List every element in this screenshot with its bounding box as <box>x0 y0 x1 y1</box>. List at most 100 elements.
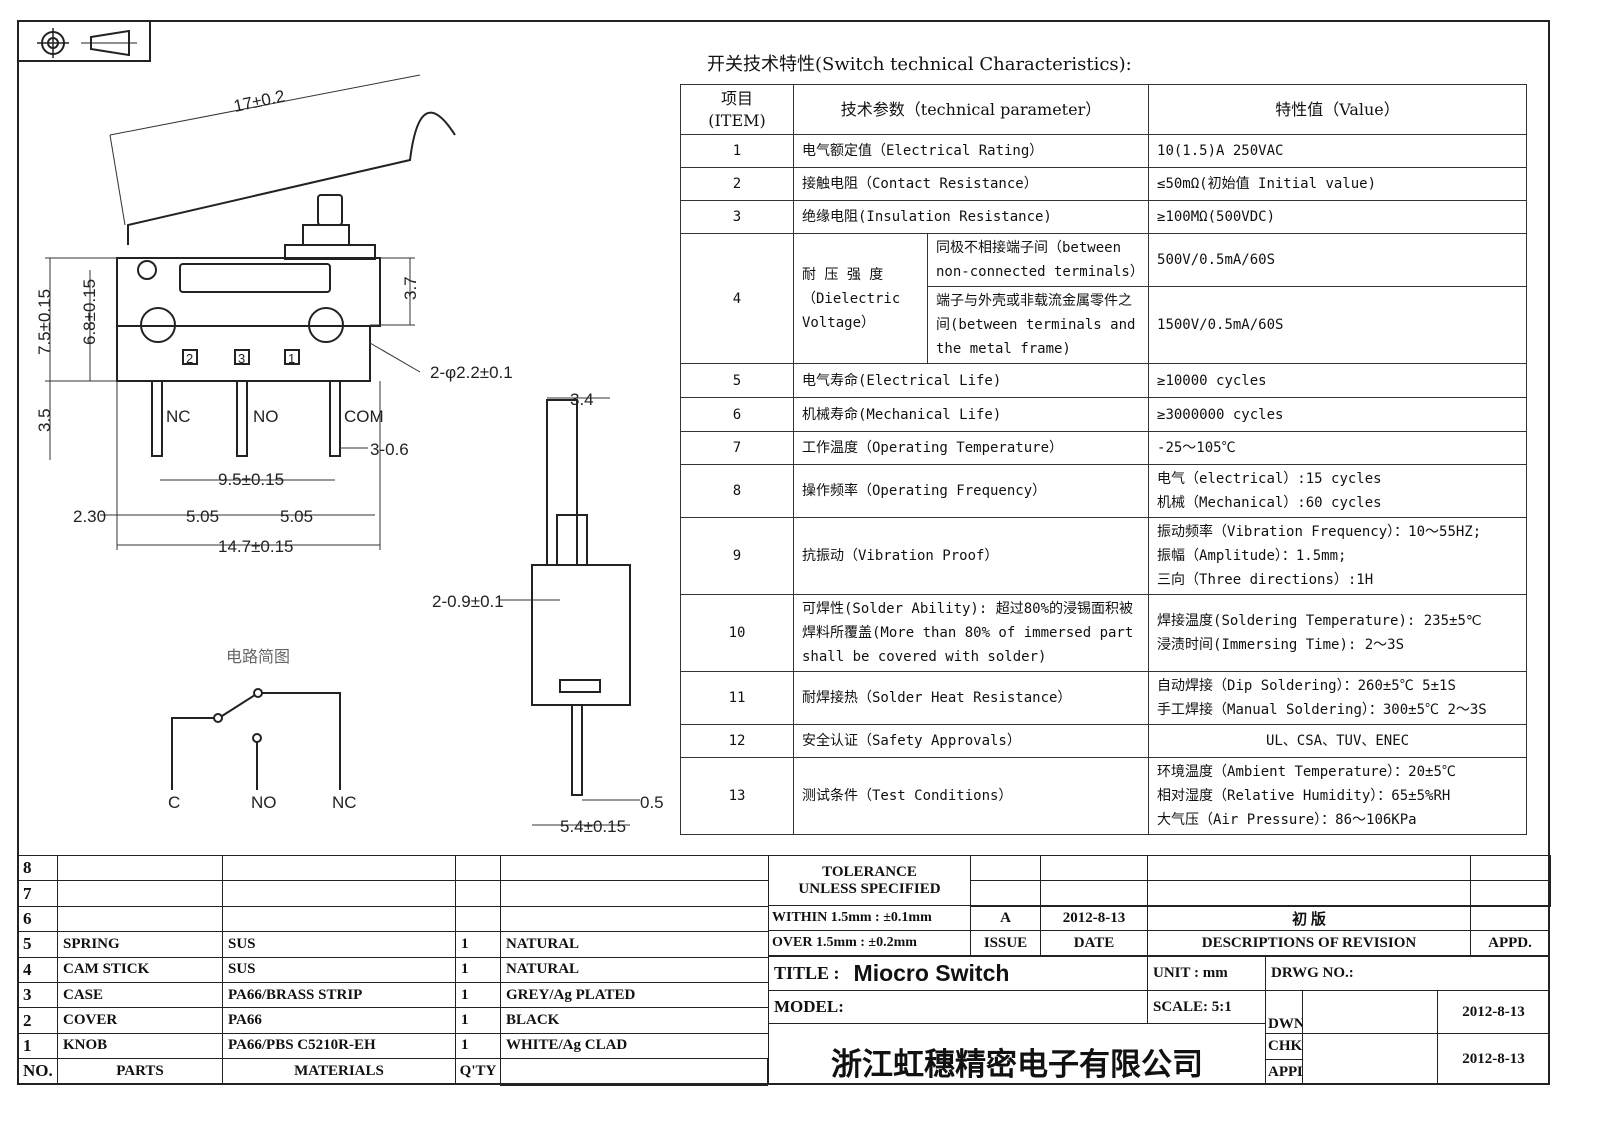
spec-item: 4 <box>680 233 794 364</box>
projection-icon <box>37 28 137 58</box>
model-cell: MODEL: <box>768 990 1148 1024</box>
spec-param: 测试条件（Test Conditions） <box>792 757 1150 835</box>
bom-cell-no: 8 <box>17 855 58 882</box>
dim-height-top: 3.7 <box>401 276 420 300</box>
bom-cell-qty <box>455 880 501 907</box>
revision-issue: A <box>970 905 1041 931</box>
bom-cell-part: CASE <box>57 982 223 1009</box>
header-param: 技术参数（technical parameter） <box>792 84 1150 135</box>
spec-table: 项目(ITEM) 技术参数（technical parameter） 特性值（V… <box>680 84 1528 835</box>
bom-cell-part <box>57 905 223 933</box>
header-value: 特性值（Value） <box>1148 84 1528 135</box>
title-label: TITLE : <box>774 963 840 983</box>
dim-pin-spacing: 9.5±0.15 <box>218 470 284 489</box>
bom-cell-no: 2 <box>17 1007 58 1034</box>
spec-value: -25～105℃ <box>1148 431 1528 465</box>
bom-header-qty: Q'TY <box>455 1058 501 1085</box>
spec-item: 6 <box>680 397 794 432</box>
spec-param: 接触电阻（Contact Resistance） <box>792 167 1150 201</box>
bom-cell-qty: 1 <box>455 931 501 958</box>
spec-value: 10(1.5)A 250VAC <box>1148 134 1528 168</box>
spec-param: 工作温度（Operating Temperature） <box>792 431 1150 465</box>
chkd-label: CHK'D <box>1265 1033 1303 1060</box>
revision-blank-cell <box>1147 855 1471 882</box>
unit-cell: UNIT : mm <box>1147 956 1266 991</box>
revision-appd <box>1470 905 1550 931</box>
appd-signoff-label: APPD. <box>1265 1059 1303 1085</box>
header-item: 项目(ITEM) <box>680 84 794 135</box>
spec-value-line: 自动焊接（Dip Soldering）：260±5℃ 5±1S <box>1157 678 1456 694</box>
lever-arm <box>127 111 456 245</box>
dim-lever-length: 17±0.2 <box>232 87 287 116</box>
bom-header-part: PARTS <box>57 1058 223 1085</box>
bom-cell-qty <box>455 905 501 933</box>
bom-cell-material <box>222 855 456 882</box>
spec-item: 12 <box>680 724 794 758</box>
spec-item: 5 <box>680 363 794 398</box>
terminal-2: 2 <box>186 351 193 366</box>
bom-cell-part: SPRING <box>57 931 223 958</box>
switch-drawing: 17±0.2 7.5±0.15 6.8±0.15 3.7 3.5 2-φ2.2±… <box>35 74 664 836</box>
dim-hole-dia: 2-φ2.2±0.1 <box>430 363 513 382</box>
spec-param: 抗振动（Vibration Proof） <box>792 517 1150 595</box>
dim-height-total: 7.5±0.15 <box>35 289 54 355</box>
spec-value-line: 大气压（Air Pressure）：86～106KPa <box>1157 812 1417 828</box>
spec-param: 可焊性(Solder Ability): 超过80%的浸锡面积被焊料所覆盖(Mo… <box>792 594 1150 672</box>
dwn-name <box>1302 990 1438 1034</box>
spec-param: 绝缘电阻(Insulation Resistance) <box>792 200 1150 234</box>
spec-header-row: 项目(ITEM) 技术参数（technical parameter） 特性值（V… <box>680 84 1528 135</box>
spec-item: 13 <box>680 757 794 835</box>
spec-param: 耐焊接热（Solder Heat Resistance） <box>792 671 1150 725</box>
bom-cell-finish <box>500 855 769 882</box>
bom-cell-finish <box>500 905 769 933</box>
spec-value: ≥3000000 cycles <box>1148 397 1528 432</box>
spec-item: 3 <box>680 200 794 234</box>
bom-cell-part: COVER <box>57 1007 223 1034</box>
bom-cell-finish <box>500 880 769 907</box>
bom-cell-no: 1 <box>17 1032 58 1060</box>
spec-item: 11 <box>680 671 794 725</box>
title-value: Miocro Switch <box>853 960 1010 986</box>
dim-body-width: 14.7±0.15 <box>218 537 294 556</box>
terminal-1: 1 <box>288 351 295 366</box>
bom-cell-qty: 1 <box>455 1032 501 1060</box>
bom-cell-material <box>222 880 456 907</box>
dim-side-width: 5.4±0.15 <box>560 817 626 836</box>
bom-cell-material: PA66/PBS C5210R-EH <box>222 1032 456 1060</box>
date-label: DATE <box>1040 930 1148 956</box>
dim-pin-width: 3-0.6 <box>370 440 409 459</box>
dwn-date: 2012-8-13 <box>1437 990 1550 1034</box>
spec-subparam: 同极不相接端子间（between non-connected terminals… <box>926 233 1150 287</box>
spec-param: 安全认证（Safety Approvals） <box>792 724 1150 758</box>
bom-cell-material: PA66 <box>222 1007 456 1034</box>
dim-505a: 5.05 <box>186 507 219 526</box>
revision-blank-cell <box>1470 855 1551 882</box>
tolerance-over: OVER 1.5mm : ±0.2mm <box>768 930 971 956</box>
bom-header-material: MATERIALS <box>222 1058 456 1085</box>
spec-item: 1 <box>680 134 794 168</box>
spec-value-line: 浸渍时间(Immersing Time): 2～3S <box>1157 637 1405 653</box>
drawing-number: DRWG NO.: <box>1265 956 1550 991</box>
appd-label: APPD. <box>1470 930 1550 956</box>
spec-param: 电气寿命(Electrical Life) <box>792 363 1150 398</box>
spec-param: 机械寿命(Mechanical Life) <box>792 397 1150 432</box>
bom-cell-material: PA66/BRASS STRIP <box>222 982 456 1009</box>
bom-cell-part: CAM STICK <box>57 956 223 983</box>
tolerance-label: TOLERANCE <box>822 863 917 880</box>
spec-value-line: 振幅（Amplitude）：1.5mm; <box>1157 548 1347 564</box>
spec-value-line: 焊接温度(Soldering Temperature): 235±5℃ <box>1157 613 1482 629</box>
bom-cell-no: 6 <box>17 905 58 933</box>
dim-side-holes: 2-0.9±0.1 <box>432 592 504 611</box>
